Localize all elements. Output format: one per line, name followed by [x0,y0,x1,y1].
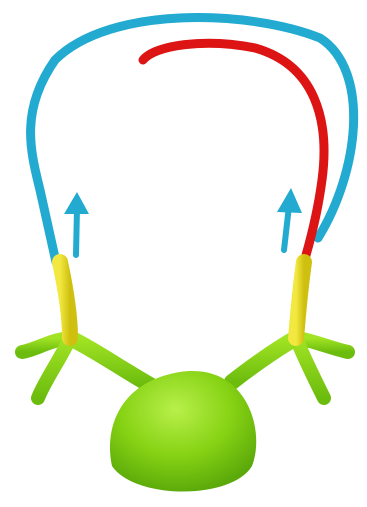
left-y-branch [22,338,150,398]
up-arrow-left [64,192,89,255]
left-yellow-segment [60,262,70,338]
red-loop [143,43,324,262]
right-yellow-segment [296,262,304,338]
right-y-branch [232,338,348,398]
up-arrow-right [277,188,302,250]
green-dome [110,371,256,491]
